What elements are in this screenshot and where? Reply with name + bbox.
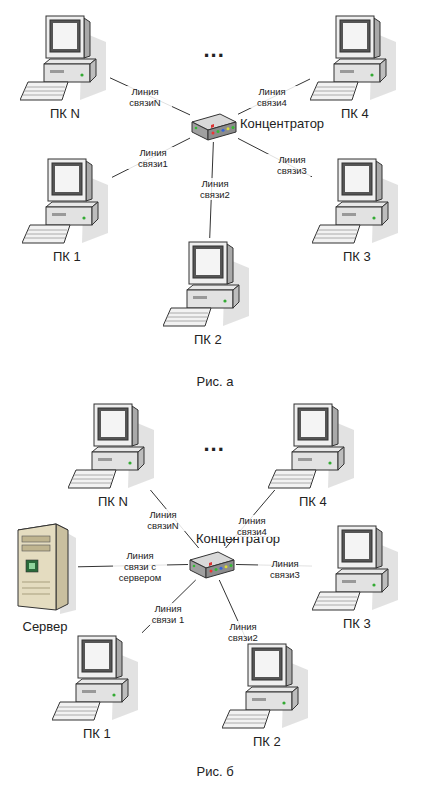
node-label: ПК 1 (53, 249, 81, 264)
link-line (238, 79, 310, 114)
pc-icon (222, 640, 312, 730)
link-line (110, 78, 190, 115)
pc-icon (22, 155, 112, 245)
ellipsis-mark: ... (204, 431, 225, 457)
hub-node: Концентратор (188, 548, 236, 580)
link-label: Линия связиN (118, 86, 172, 108)
node-label: ПК 4 (299, 494, 327, 509)
pc-node: ПК 3 (312, 522, 402, 612)
pc-node: ПК 2 (163, 238, 253, 328)
figure-caption: Рис. б (197, 764, 234, 779)
hub-icon (190, 110, 238, 142)
node-label: ПК 2 (253, 734, 281, 749)
node-label: ПК 4 (341, 106, 369, 121)
server-icon (12, 520, 78, 615)
pc-icon (52, 632, 142, 722)
pc-icon (310, 12, 400, 102)
pc-node: ПК N (68, 400, 158, 490)
pc-icon (163, 238, 253, 328)
pc-node: ПК 3 (312, 155, 402, 245)
link-label: Линия связи2 (188, 178, 242, 200)
server-node: Сервер (12, 520, 78, 615)
hub-icon (188, 548, 236, 580)
node-label: ПК N (98, 494, 128, 509)
link-label: Линия связи3 (265, 154, 319, 176)
pc-node: ПК N (20, 12, 110, 102)
pc-icon (268, 400, 358, 490)
link-label: Линия связи4 (225, 515, 279, 537)
node-label: ПК 2 (194, 332, 222, 347)
pc-node: ПК 4 (268, 400, 358, 490)
node-label: ПК 3 (343, 249, 371, 264)
pc-icon (312, 522, 402, 612)
node-label: Концентратор (240, 116, 324, 131)
link-label: Линия связи4 (245, 86, 299, 108)
pc-node: ПК 2 (222, 640, 312, 730)
link-label: Линия связи2 (216, 621, 270, 643)
figure-caption: Рис. а (197, 374, 234, 389)
hub-node: Концентратор (190, 110, 238, 142)
link-line (112, 138, 190, 177)
node-label: Сервер (23, 619, 68, 634)
node-label: ПК N (50, 106, 80, 121)
pc-icon (68, 400, 158, 490)
pc-node: ПК 4 (310, 12, 400, 102)
node-label: ПК 3 (343, 616, 371, 631)
pc-node: ПК 1 (22, 155, 112, 245)
link-label: Линия связи с сервером (113, 550, 167, 583)
link-label: Линия связи 1 (141, 603, 195, 625)
link-label: Линия связи1 (126, 147, 180, 169)
pc-icon (312, 155, 402, 245)
link-label: Линия связи3 (258, 558, 312, 580)
ellipsis-mark: ... (204, 37, 225, 63)
pc-node: ПК 1 (52, 632, 142, 722)
link-label: Линия связиN (136, 509, 190, 531)
link-line (142, 580, 196, 633)
node-label: ПК 1 (83, 726, 111, 741)
pc-icon (20, 12, 110, 102)
